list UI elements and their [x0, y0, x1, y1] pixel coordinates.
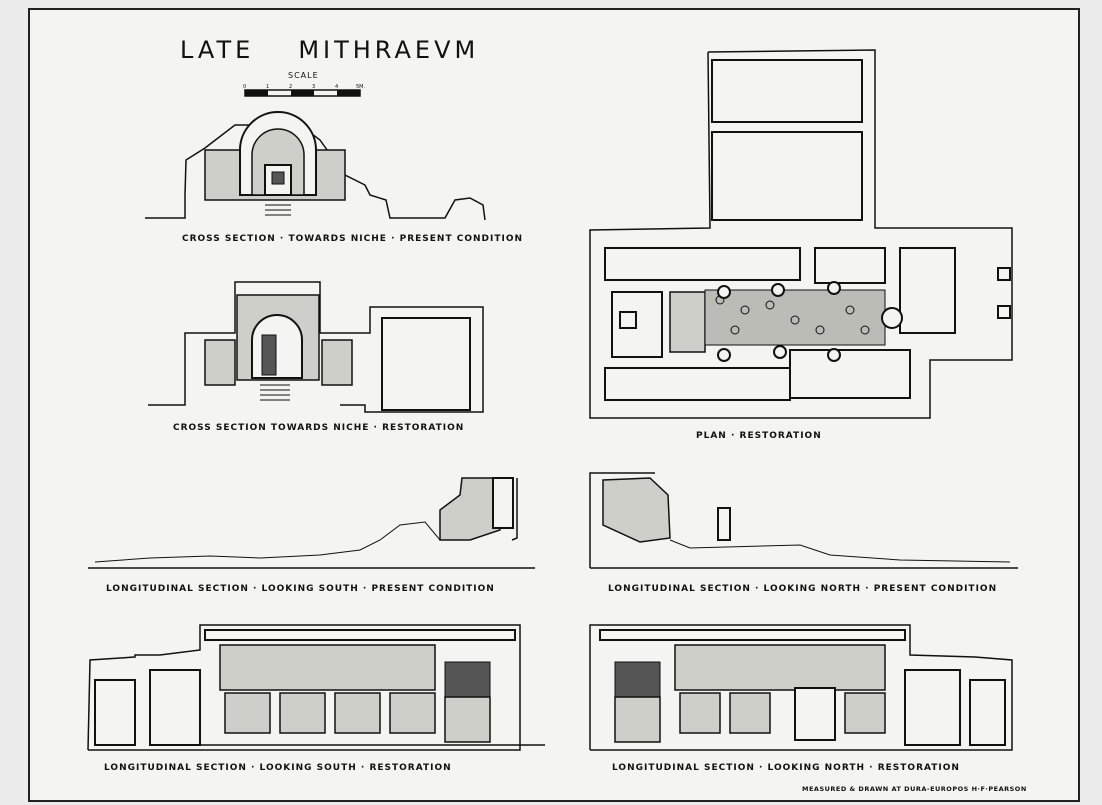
credit-measured: MEASURED & DRAWN AT DURA-EUROPOS: [802, 785, 969, 793]
plan-floor-stones: [704, 289, 886, 346]
scale-tick-3: 3: [312, 84, 315, 90]
caption-long-north-restoration: LONGITUDINAL SECTION · LOOKING NORTH · R…: [612, 763, 960, 773]
scale-label: SCALE: [288, 71, 319, 80]
scale-tick-2: 2: [289, 84, 292, 90]
title-word-mithraeum: MITHRAEVM: [298, 36, 480, 64]
caption-long-north-present: LONGITUDINAL SECTION · LOOKING NORTH · P…: [608, 584, 998, 594]
credit-author: H·F·PEARSON: [971, 785, 1027, 793]
scale-tick-0: 0: [243, 84, 246, 90]
scale-tick-1: 1: [266, 84, 269, 90]
scale-tick-4: 4: [335, 84, 338, 90]
long-north-restoration-drawing: [589, 624, 1013, 751]
scale-bar: 0 1 2 3 4 5M.: [243, 84, 365, 97]
caption-long-south-present: LONGITUDINAL SECTION · LOOKING SOUTH · P…: [106, 584, 495, 594]
plan-restoration-drawing: [589, 49, 1013, 419]
sheet-title: LATE MITHRAEVM: [180, 36, 479, 64]
caption-cross-present: CROSS SECTION · TOWARDS NICHE · PRESENT …: [182, 234, 524, 244]
scale-tick-5: 5M.: [356, 84, 365, 90]
cross-section-present-drawing: [145, 111, 486, 221]
caption-plan: PLAN · RESTORATION: [696, 431, 822, 441]
long-south-restoration-drawing: [87, 624, 545, 751]
title-word-late: LATE: [180, 36, 255, 64]
caption-cross-restoration: CROSS SECTION TOWARDS NICHE · RESTORATIO…: [173, 423, 465, 433]
long-south-present-drawing: [88, 477, 535, 569]
cross-restoration-stairs: [260, 384, 290, 401]
long-north-present-drawing: [589, 472, 1018, 569]
plan-columns: [717, 281, 841, 362]
caption-long-south-restoration: LONGITUDINAL SECTION · LOOKING SOUTH · R…: [104, 763, 452, 773]
credit-line: MEASURED & DRAWN AT DURA-EUROPOS H·F·PEA…: [802, 785, 1027, 793]
cross-section-restoration-drawing: [148, 281, 484, 413]
cross-present-stairs: [265, 199, 291, 216]
